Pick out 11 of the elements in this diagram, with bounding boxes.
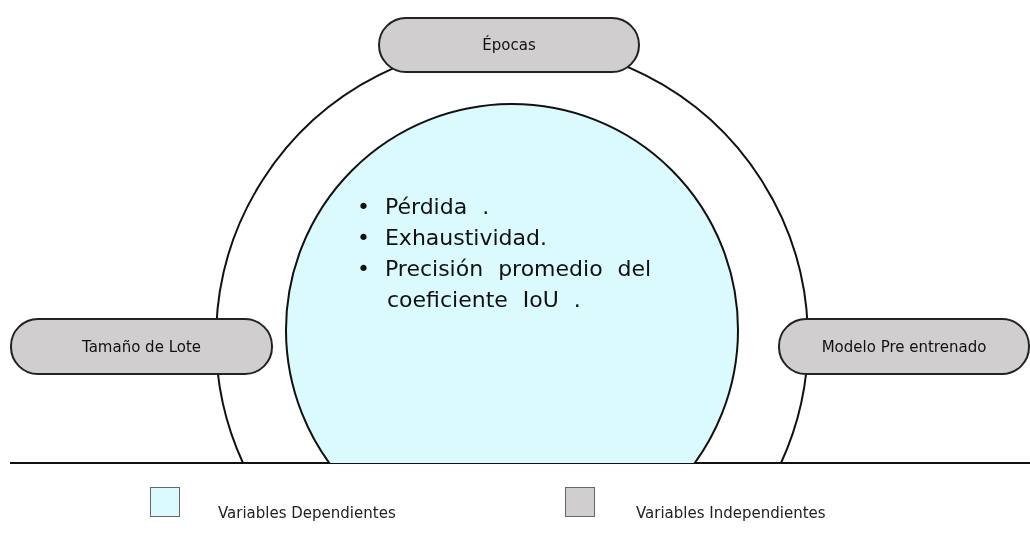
rounded-box — [378, 17, 640, 73]
box-label: Tamaño de Lote — [82, 337, 201, 356]
box-label: Épocas — [482, 36, 536, 54]
rounded-box — [778, 318, 1030, 375]
rounded-box — [10, 318, 273, 375]
bullet-item: • Exhaustividad. — [357, 224, 548, 252]
bullet-item: • Precisión promedio del coeficiente IoU . — [357, 255, 653, 314]
box-label: Modelo Pre entrenado — [821, 337, 987, 356]
bullet-item: • Pérdida . — [357, 193, 491, 221]
legend-label: Variables Dependientes — [218, 504, 396, 522]
legend-label: Variables Independientes — [636, 504, 826, 522]
